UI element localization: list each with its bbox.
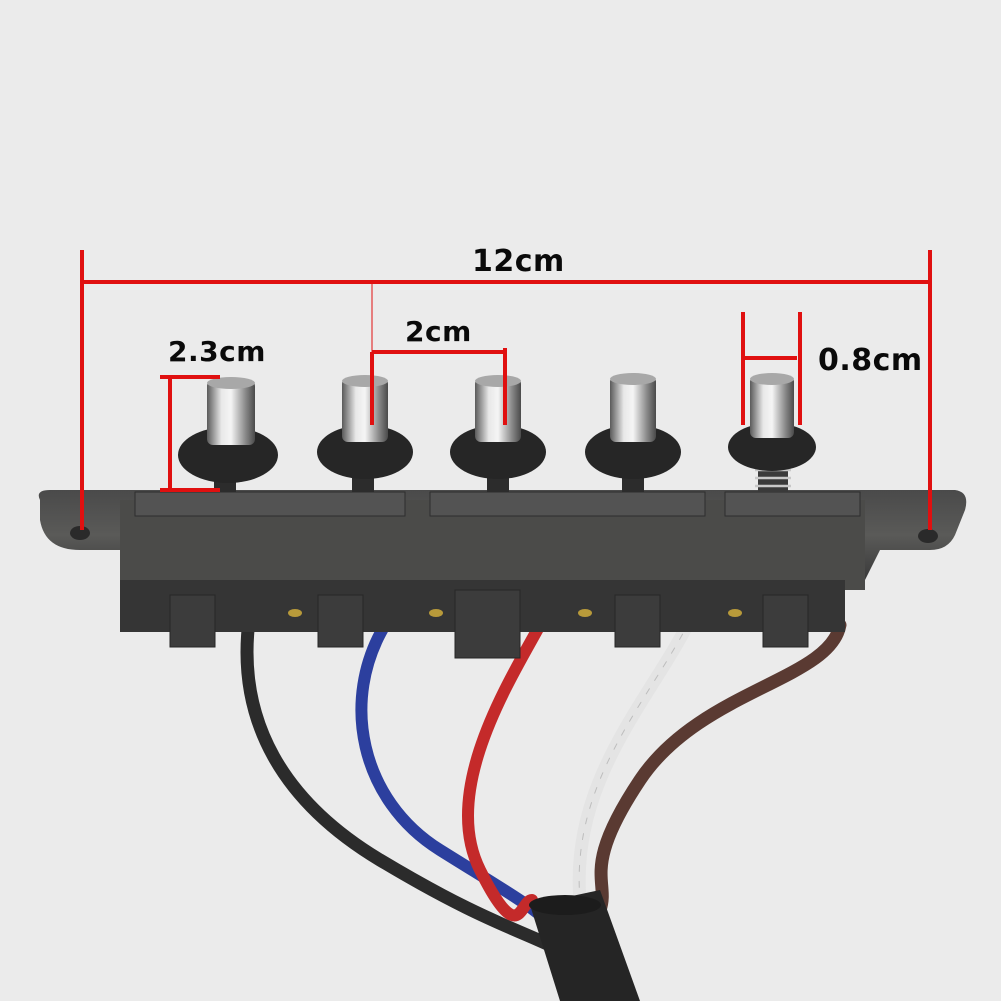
button-height-label: 2.3cm [168, 335, 266, 368]
button-1 [178, 377, 278, 492]
cable-sleeve [530, 890, 640, 1001]
push-buttons [178, 373, 816, 492]
button-spacing-label: 2cm [405, 315, 472, 348]
button-5-spring [728, 373, 816, 492]
button-diameter-label: 0.8cm [818, 343, 923, 378]
button-4 [585, 373, 681, 492]
button-2 [317, 375, 413, 492]
overall-length-label: 12cm [472, 244, 565, 279]
button-3 [450, 375, 546, 492]
switch-housing [38, 490, 967, 659]
dimension-lines [80, 250, 932, 530]
